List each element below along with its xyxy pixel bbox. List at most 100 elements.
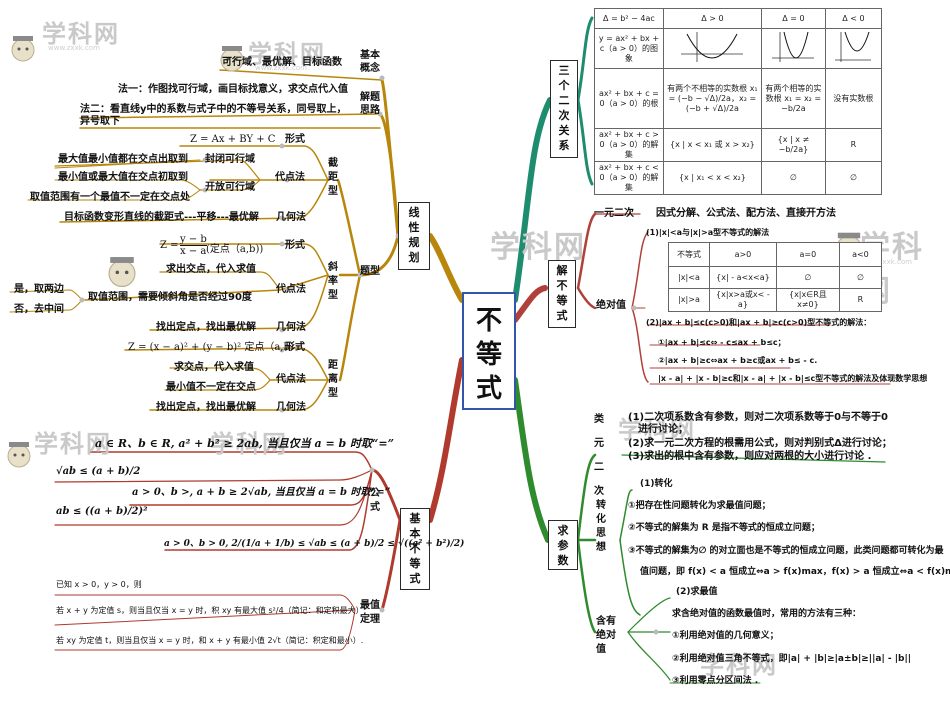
- transform-title: 思: [596, 528, 606, 539]
- intercept-open: 开放可行域: [205, 182, 255, 193]
- discussion-1: (1)二次项系数含有参数，则对二次项系数等于0与不等于0: [628, 412, 889, 423]
- distance-form-label: 形式: [285, 342, 305, 353]
- slope-side-no: 否，去中间: [14, 304, 64, 315]
- cell: ax² + bx + c = 0（a > 0）的根: [594, 68, 664, 129]
- slope-form-numerator: y − b: [180, 234, 207, 246]
- extreme-sum: 若 x + y 为定值 s，则当且仅当 x = y 时，积 xy 有最大值 s²…: [56, 606, 367, 615]
- graph-cell: [760, 28, 826, 69]
- cell: 有两个相等的实数根 x₁ = x₂ = −b/2a: [760, 68, 826, 129]
- cell: {x | x < x₁ 或 x > x₂}: [662, 128, 762, 162]
- trunk-solve: [512, 285, 548, 323]
- abs-label: 绝对值: [596, 300, 626, 311]
- watermark-logo: 学科网: [34, 430, 112, 458]
- node-three-relations[interactable]: 三 个 二 次 关 系: [550, 60, 578, 158]
- transform-title: 转: [596, 500, 606, 511]
- slope-type-title: 型: [328, 290, 338, 301]
- node-label-char: 线: [408, 206, 420, 219]
- slope-geo-label: 几何法: [276, 322, 306, 333]
- cell: R: [824, 128, 883, 162]
- cell: 不等式: [668, 242, 710, 267]
- transform-2: ②不等式的解集为 R 是指不等式的恒成立问题；: [628, 523, 820, 533]
- node-label-char: 式: [556, 309, 568, 322]
- discussion-1-cont: 进行讨论；: [638, 424, 688, 435]
- basic-concept-text: 可行域、最优解、目标函数: [222, 57, 342, 68]
- cell: {x | x₁ < x < x₂}: [662, 161, 762, 195]
- watermark-logo: 学科网: [490, 230, 586, 265]
- extreme-given: 已知 x > 0，y > 0，则: [56, 580, 142, 589]
- quadratic-methods: 因式分解、公式法、配方法、直接开方法: [656, 208, 836, 219]
- mascot-icon: [7, 442, 31, 468]
- node-linear-programming[interactable]: 线 性 规 划: [398, 202, 430, 270]
- central-char: 等: [475, 340, 502, 370]
- node-label-char: 基: [409, 512, 421, 525]
- node-label-char: 等: [409, 557, 421, 570]
- distance-min-note: 最小值不一定在交点: [166, 382, 256, 393]
- transform-title: 化: [596, 514, 606, 525]
- node-label-char: 个: [558, 79, 570, 92]
- abs-sub-2: (2)|ax + b|≤c(c>0)和|ax + b|≥c(c>0)型不等式的解…: [646, 318, 872, 327]
- distance-geo: 找出定点，找出最优解: [156, 402, 256, 413]
- cell: |x|<a: [668, 266, 710, 289]
- formula-3: ab ≤ ((a + b)/2)²: [56, 506, 148, 517]
- watermark-logo: 学科网: [248, 40, 326, 68]
- watermark-logo: 学科网: [618, 416, 696, 444]
- intercept-point-label: 代点法: [275, 172, 305, 183]
- slope-form-label: 形式: [285, 240, 305, 251]
- watermark-logo: 学科网: [700, 651, 778, 679]
- central-node[interactable]: 不 等 式: [462, 292, 516, 410]
- trunk-basic: [427, 357, 465, 523]
- slope-form-denominator: x − a: [180, 246, 207, 257]
- node-label-char: 次: [558, 109, 570, 122]
- node-solve-inequalities[interactable]: 解 不 等 式: [548, 260, 576, 328]
- types-title: 题型: [360, 266, 380, 277]
- mascot-icon: [108, 257, 136, 288]
- transform-title: 想: [596, 542, 606, 553]
- three-relations-table: Δ = b² − 4ac Δ > 0 Δ = 0 Δ < 0 y = ax² +…: [594, 8, 883, 195]
- node-label-char: 不: [409, 542, 421, 555]
- node-label-char: 性: [408, 221, 420, 234]
- cell: {x|x∈R且x≠0}: [775, 288, 840, 312]
- formula-5: a > 0、b > 0, 2/(1/a + 1/b) ≤ √ab ≤ (a + …: [164, 539, 465, 549]
- watermark-logo: 学科网: [42, 20, 120, 48]
- cell: a>0: [708, 242, 777, 267]
- abs-rule-2: ②|ax + b|≥c⇔ax + b≥c或ax + b≤ - c.: [658, 356, 818, 365]
- distance-type-title: 距: [328, 360, 338, 371]
- abs-sub-1: (1)|x|<a与|x|>a型不等式的解法: [646, 228, 770, 237]
- slope-geo: 找出定点，找出最优解: [156, 322, 256, 333]
- node-basic-inequality[interactable]: 基 本 不 等 式: [400, 508, 430, 590]
- cell: {x | x ≠ −b/2a}: [760, 128, 826, 162]
- distance-geo-label: 几何法: [276, 402, 306, 413]
- node-label-char: 本: [409, 527, 421, 540]
- slope-form-pre: Z =: [160, 240, 179, 251]
- trunk-linear: [427, 233, 465, 303]
- method-2: 法二：看直线y中的系数与式子中的不等号关系，同号取上，: [80, 104, 347, 115]
- quadratic-label: 一元二次: [594, 208, 634, 219]
- intercept-form: Z = Ax + BY + C: [190, 134, 276, 145]
- slope-type-title: 斜: [328, 262, 338, 273]
- discussion-3: (3)求出的根中含有参数，则应对两根的大小进行讨论 .: [628, 451, 872, 462]
- distance-substitute: 求交点，代入求值: [174, 362, 254, 373]
- intercept-geo-label: 几何法: [276, 212, 306, 223]
- cell: R: [838, 288, 883, 312]
- parabola-no-root-icon: [835, 31, 872, 62]
- slope-range: 取值范围，需要倾斜角是否经过90度: [88, 292, 252, 303]
- node-label-char: 数: [557, 554, 569, 567]
- cell: ∅: [760, 161, 826, 195]
- cell: a<0: [838, 242, 883, 267]
- distance-type-title: 离: [328, 374, 338, 385]
- central-char: 式: [475, 374, 502, 404]
- node-label-char: 式: [409, 572, 421, 585]
- distance-form: Z = (x − a)² + (y − b)² 定点（a,b）: [128, 342, 300, 353]
- node-label-char: 关: [558, 124, 570, 137]
- cell: |x|>a: [668, 288, 710, 312]
- intercept-geo: 目标函数变形直线的截距式---平移---最优解: [64, 212, 259, 223]
- node-label-char: 参: [557, 539, 569, 552]
- trunk-three: [512, 97, 553, 303]
- cell: ∅: [824, 161, 883, 195]
- node-find-parameter[interactable]: 求 参 数: [548, 520, 578, 570]
- parabola-one-root-icon: [772, 31, 815, 62]
- cell: ax² + bx + c < 0（a > 0）的解集: [594, 161, 664, 195]
- cell: ax² + bx + c > 0（a > 0）的解集: [594, 128, 664, 162]
- cell: ∅: [838, 266, 883, 289]
